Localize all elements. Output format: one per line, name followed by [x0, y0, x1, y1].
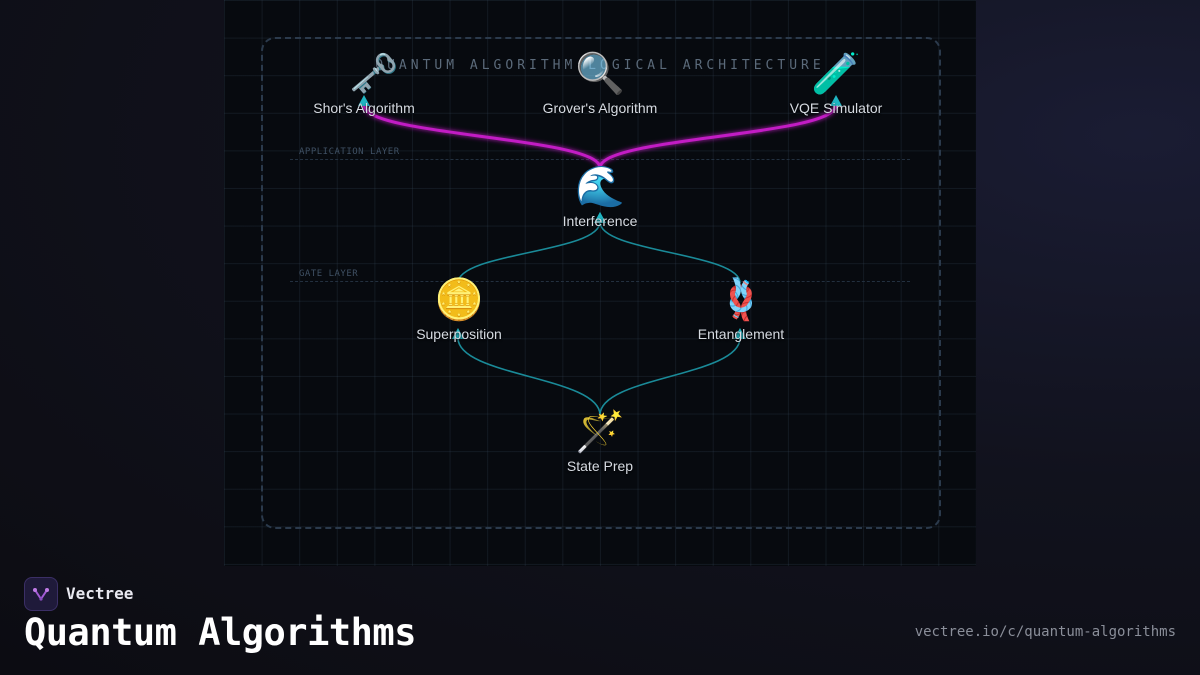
edge-stateprep-to-entanglement: [599, 337, 741, 416]
node-state-prep[interactable]: 🪄 State Prep: [520, 408, 680, 474]
node-label: Entanglement: [697, 326, 785, 342]
diagram-title: QUANTUM ALGORITHM LOGICAL ARCHITECTURE: [375, 58, 825, 73]
vectree-logo-icon[interactable]: [24, 577, 58, 611]
brand-name[interactable]: Vectree: [66, 584, 134, 603]
diagram-panel: QUANTUM ALGORITHM LOGICAL ARCHITECTURE A…: [224, 0, 976, 566]
knot-icon: 🪢: [716, 278, 766, 322]
diagram-frame: [261, 37, 941, 529]
page-url[interactable]: vectree.io/c/quantum-algorithms: [914, 624, 1176, 640]
node-label: Superposition: [416, 326, 502, 342]
key-icon: 🗝️: [349, 52, 399, 96]
edges-layer: [358, 95, 842, 416]
node-shors-algorithm[interactable]: 🗝️ Shor's Algorithm: [284, 50, 444, 116]
coin-icon: 🪙: [434, 278, 484, 322]
magnifier-icon: 🔍: [575, 52, 625, 96]
node-label: Interference: [562, 213, 638, 229]
page-title: Quantum Algorithms: [24, 611, 416, 654]
layer-label-gate: GATE LAYER: [299, 269, 359, 279]
edge-superposition-to-interference: [457, 221, 601, 284]
wave-icon: 🌊: [575, 165, 625, 209]
node-label: VQE Simulator: [789, 100, 883, 116]
arrowhead-interference: [594, 212, 606, 223]
edge-entanglement-to-interference: [599, 221, 741, 284]
layer-divider-gate: [290, 281, 910, 282]
node-vqe-simulator[interactable]: 🧪 VQE Simulator: [756, 50, 916, 116]
arrowhead-entanglement: [734, 328, 746, 339]
layer-label-application: APPLICATION LAYER: [299, 147, 400, 157]
node-entanglement[interactable]: 🪢 Entanglement: [661, 276, 821, 342]
node-superposition[interactable]: 🪙 Superposition: [379, 276, 539, 342]
node-label: Grover's Algorithm: [542, 100, 658, 116]
arrowhead-shor: [358, 95, 370, 106]
test-tube-icon: 🧪: [811, 52, 861, 96]
node-grovers-algorithm[interactable]: 🔍 Grover's Algorithm: [520, 50, 680, 116]
node-label: State Prep: [566, 458, 634, 474]
node-label: Shor's Algorithm: [313, 100, 415, 116]
edge-interference-to-vqe: [598, 104, 838, 169]
edge-interference-to-shor: [362, 104, 602, 169]
edge-stateprep-to-superposition: [457, 337, 601, 416]
arrowhead-vqe: [830, 95, 842, 106]
node-interference[interactable]: 🌊 Interference: [520, 163, 680, 229]
layer-divider-application: [290, 159, 910, 160]
magic-wand-icon: 🪄: [575, 410, 625, 454]
arrowhead-superposition: [452, 328, 464, 339]
